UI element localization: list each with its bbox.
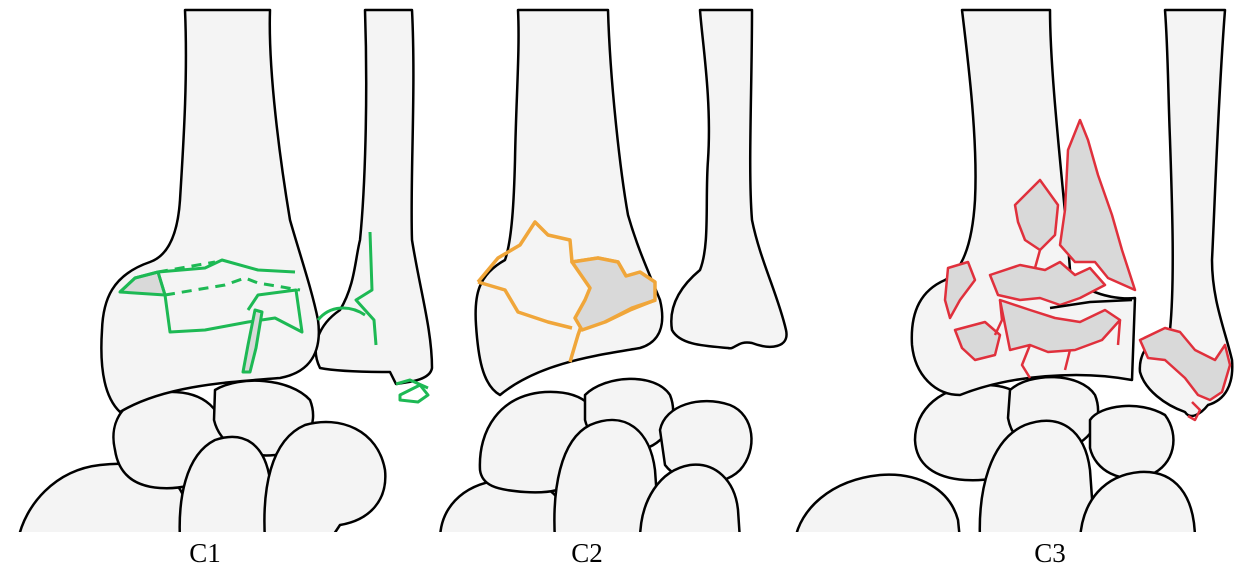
panel-c1	[18, 10, 432, 540]
carpal-bones-c1	[18, 381, 385, 540]
fibula-c2	[671, 10, 786, 348]
tibia-c1	[101, 10, 318, 412]
tibia-c2	[476, 10, 663, 395]
panel-c2	[440, 10, 787, 540]
carpal-bones-c3	[795, 377, 1195, 540]
panel-label-c2: C2	[547, 540, 627, 567]
panel-c3	[795, 10, 1232, 540]
panel-label-c1: C1	[165, 540, 245, 567]
carpal-bones-c2	[440, 379, 751, 540]
panel-label-c3: C3	[1010, 540, 1090, 567]
